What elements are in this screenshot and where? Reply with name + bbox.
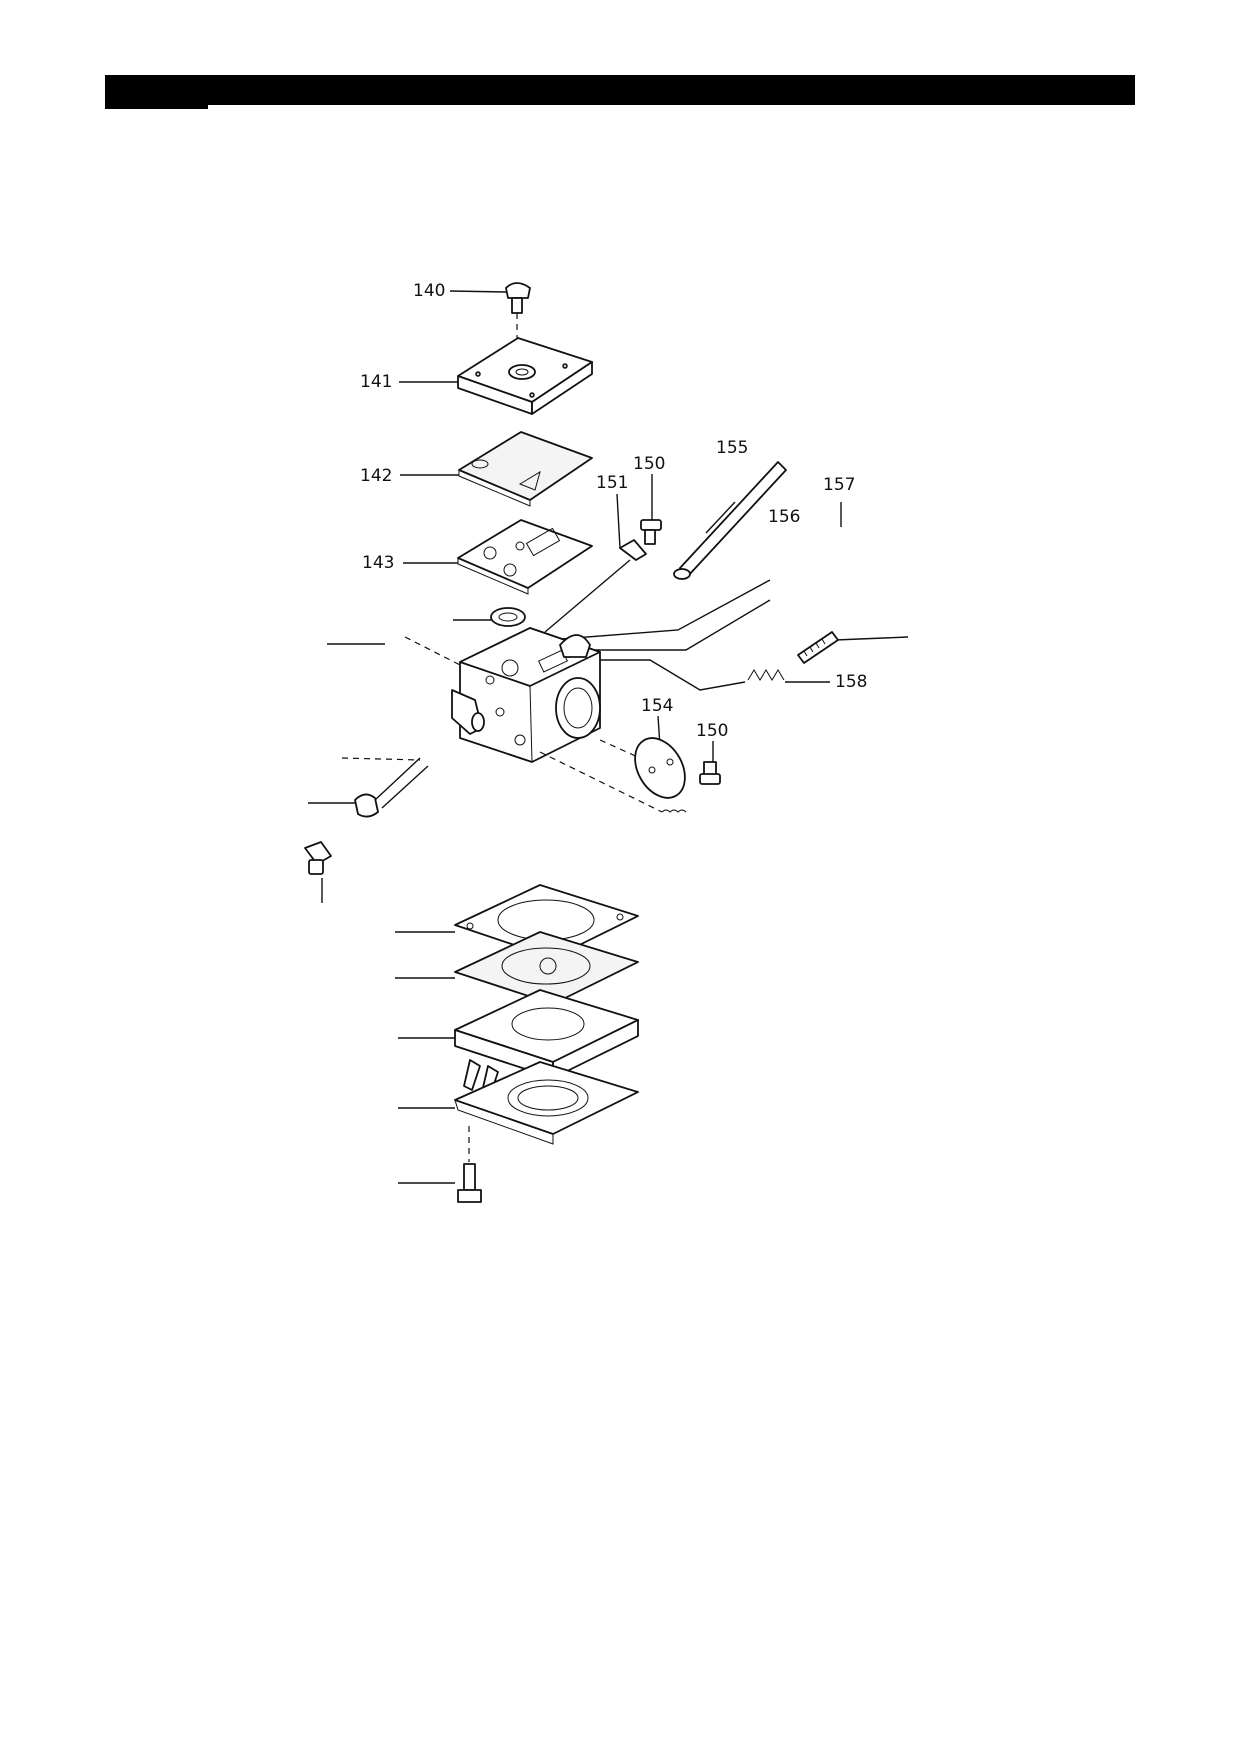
part-pump-body: [454, 989, 639, 1097]
callout-150-bottom: 150: [696, 721, 728, 741]
header-bar-notch: [105, 105, 208, 109]
part-142-diaphragm: [458, 431, 593, 507]
part-141-cover: [457, 337, 593, 415]
callout-151: 151: [596, 473, 628, 493]
callout-154: 154: [641, 696, 673, 716]
part-pump-cover: [454, 1061, 639, 1145]
callout-157: 157: [823, 475, 855, 495]
part-158-spring: [747, 669, 785, 681]
part-155-throttle-shaft: [673, 461, 787, 580]
callout-155: 155: [716, 438, 748, 458]
callout-158: 158: [835, 672, 867, 692]
header-bar: [105, 75, 1135, 105]
leader-lines: [308, 290, 909, 1184]
callout-156: 156: [768, 507, 800, 527]
part-carburetor-body: [451, 627, 601, 763]
callout-140: 140: [413, 281, 445, 301]
callout-141: 141: [360, 372, 392, 392]
callout-150-top: 150: [633, 454, 665, 474]
part-140-screw: [505, 282, 531, 345]
part-143-gasket: [457, 519, 593, 595]
part-choke-screw: [304, 841, 332, 875]
part-small-spring: [539, 751, 687, 813]
part-157-idle-screw: [797, 631, 839, 664]
callout-142: 142: [360, 466, 392, 486]
part-inlet-screen: [490, 607, 526, 627]
part-154-throttle-plate: [599, 737, 686, 799]
part-metering-diaphragm: [454, 931, 639, 1005]
part-150-screw-bottom: [699, 761, 721, 785]
callout-143: 143: [362, 553, 394, 573]
part-151-clip: [619, 539, 647, 561]
part-cover-screw: [457, 1126, 482, 1203]
part-choke-lever: [341, 757, 429, 818]
part-150-screw-top: [640, 519, 662, 545]
